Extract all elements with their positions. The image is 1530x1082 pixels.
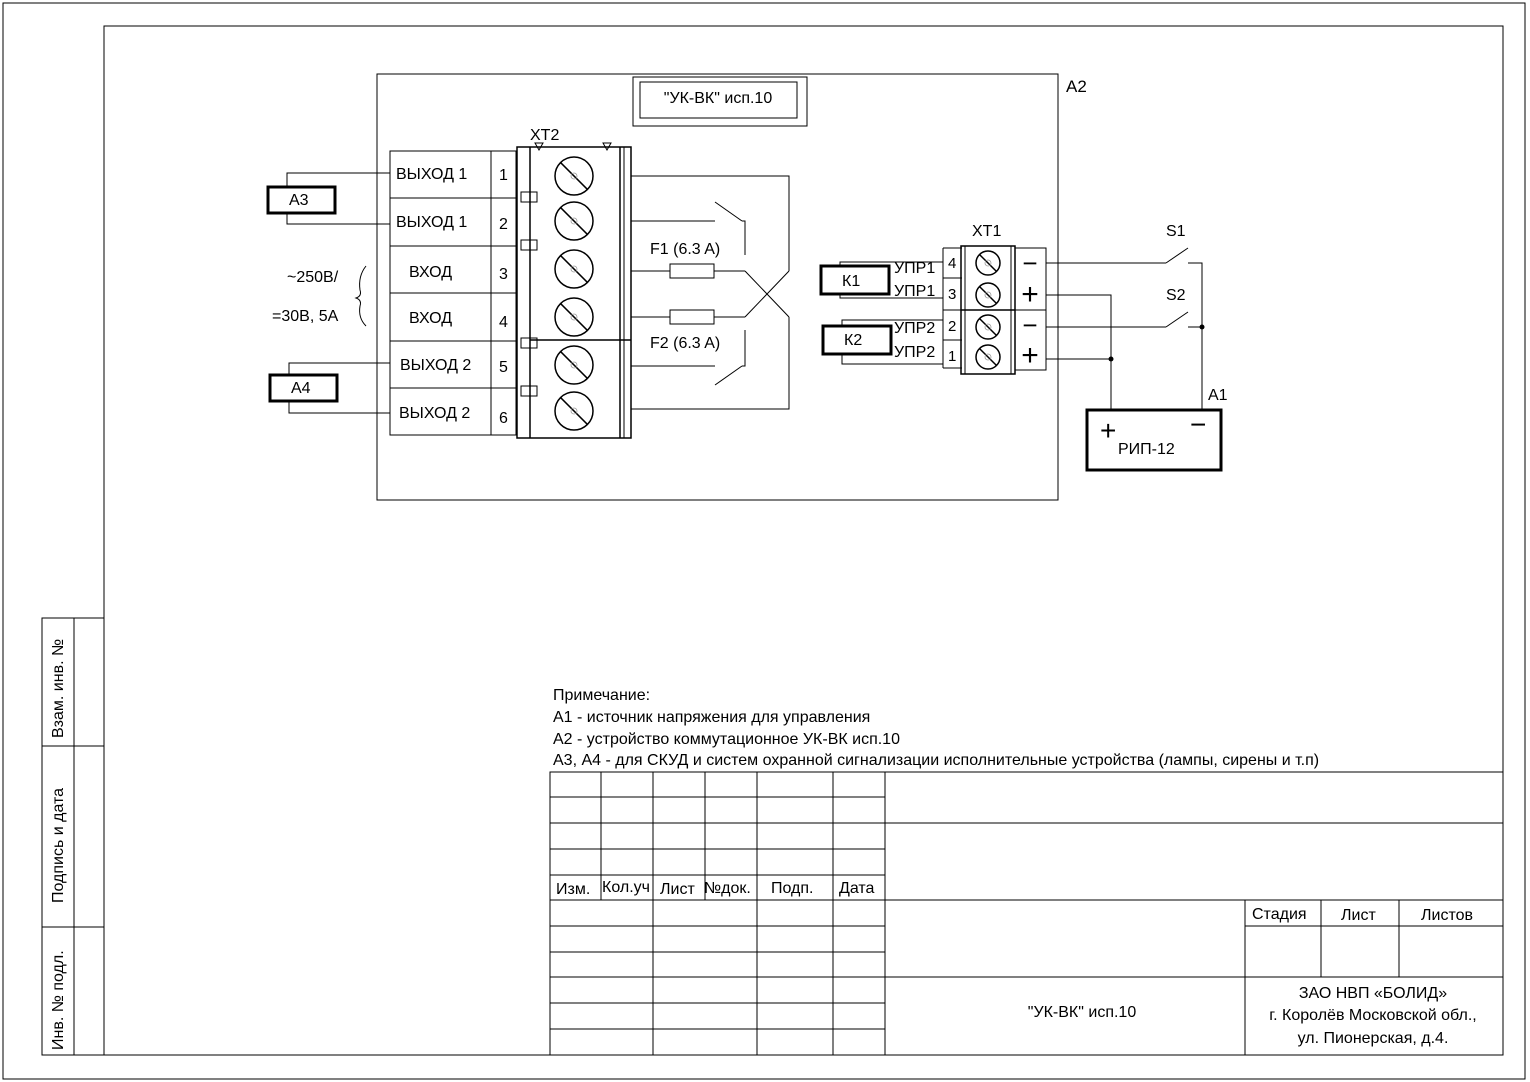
xt2-screw-6 — [554, 391, 594, 431]
fuse-f2-label: F2 (6.3 A) — [650, 335, 720, 352]
xt2-screw-3 — [554, 249, 594, 289]
fuse-f1-body — [669, 263, 715, 279]
device-title-frame-inner — [639, 81, 798, 119]
power-supply-label: РИП-12 — [1118, 441, 1175, 458]
rating-dc: =30В, 5А — [272, 308, 339, 325]
xt2-screw-1 — [554, 156, 594, 196]
xt2-screw-5 — [554, 345, 594, 385]
tb-col-date: Дата — [839, 880, 875, 897]
xt2-screw-2 — [554, 201, 594, 241]
xt2-label-6: ВЫХОД 2 — [399, 405, 470, 422]
title-block: Изм. Кол.уч Лист №док. Подп. Дата Стадия… — [549, 771, 1504, 1056]
rating-brace — [354, 265, 367, 327]
xt2-label-5: ВЫХОД 2 — [400, 357, 471, 374]
tb-stage: Стадия — [1252, 906, 1307, 923]
tb-sheets: Листов — [1421, 907, 1473, 924]
tb-company-2: г. Королёв Московской обл., — [1269, 1007, 1476, 1024]
tb-col-sign: Подп. — [771, 880, 814, 897]
switch-s2-label: S2 — [1166, 287, 1186, 304]
internal-wiring: F1 (6.3 A) F2 (6.3 A) — [631, 175, 790, 410]
xt2-num-4: 4 — [499, 314, 508, 331]
xt2-label-table: ВЫХОД 1 ВЫХОД 1 ВХОД ВХОД ВЫХОД 2 ВЫХОД … — [389, 150, 517, 436]
xt2-num-1: 1 — [499, 167, 508, 184]
xt2-num-3: 3 — [499, 266, 508, 283]
tb-col-count: Кол.уч — [602, 879, 650, 896]
switch-s1-label: S1 — [1166, 223, 1186, 240]
xt1-screw-1 — [975, 250, 1001, 276]
control-wiring: S1 S2 — [1046, 223, 1205, 410]
relay-k1: К1 — [819, 261, 943, 299]
device-title: "УК-ВК" исп.10 — [664, 90, 773, 107]
relay-k1-label: К1 — [842, 273, 860, 290]
xt2-label-4: ВХОД — [409, 310, 452, 327]
xt1-label-1: УПР2 — [894, 344, 935, 361]
xt1-num-4: 4 — [948, 255, 956, 272]
notes-line-3: А3, А4 - для СКУД и систем охранной сигн… — [553, 752, 1319, 769]
device-enclosure — [376, 73, 1059, 501]
fuse-f1-label: F1 (6.3 A) — [650, 241, 720, 258]
load-a4-label: А4 — [291, 380, 311, 397]
tb-company-1: ЗАО НВП «БОЛИД» — [1299, 985, 1447, 1002]
fuse-f2-body — [669, 309, 715, 325]
tb-col-sheet: Лист — [660, 881, 695, 898]
tb-col-doc: №док. — [704, 880, 751, 897]
xt1-polarity-2: − — [1022, 310, 1037, 340]
side-stamp-replacement: Взам. инв. № — [50, 639, 67, 738]
tb-sheet: Лист — [1341, 907, 1376, 924]
xt2-label-2: ВЫХОД 1 — [396, 214, 467, 231]
xt1-screw-4 — [975, 344, 1001, 370]
xt1-num-1: 1 — [948, 348, 956, 365]
xt2-num-2: 2 — [499, 216, 508, 233]
power-supply-minus: − — [1190, 409, 1206, 440]
relay-k2-label: К2 — [844, 332, 862, 349]
xt2-num-6: 6 — [499, 410, 508, 427]
xt1-terminal-block: − + − + — [960, 245, 1047, 375]
xt1-label-3: УПР1 — [894, 283, 935, 300]
xt1-num-3: 3 — [948, 286, 956, 303]
xt2-label-1: ВЫХОД 1 — [396, 166, 467, 183]
xt2-num-5: 5 — [499, 359, 508, 376]
xt2-terminal-block — [516, 142, 632, 439]
xt1-polarity-1: + — [1021, 339, 1039, 372]
xt1-screw-3 — [975, 314, 1001, 340]
load-a3: А3 — [266, 172, 390, 225]
relay-k2: К2 — [821, 319, 943, 365]
xt1-label-4: УПР1 — [894, 260, 935, 277]
notes-heading: Примечание: — [553, 687, 650, 704]
xt1-polarity-3: + — [1021, 278, 1039, 311]
power-supply: А1 РИП-12 + − — [1085, 387, 1228, 472]
xt2-label-3: ВХОД — [409, 264, 452, 281]
device-title-frame-outer — [632, 76, 808, 127]
xt2-ref: XT2 — [530, 127, 559, 144]
drawing-frame — [103, 25, 1504, 1056]
notes: Примечание: А1 - источник напряжения для… — [553, 687, 1319, 769]
rating-ac: ~250В/ — [287, 269, 339, 286]
power-supply-plus: + — [1100, 415, 1116, 446]
power-supply-ref: А1 — [1208, 387, 1228, 404]
tb-doc-name: "УК-ВК" исп.10 — [1028, 1004, 1137, 1021]
side-stamp: Взам. инв. № Подпись и дата Инв. № подл. — [41, 617, 105, 1056]
xt1-label-2: УПР2 — [894, 320, 935, 337]
xt2-screw-4 — [554, 297, 594, 337]
load-a4: А4 — [268, 362, 390, 414]
notes-line-1: А1 - источник напряжения для управления — [553, 709, 870, 726]
xt1-polarity-4: − — [1022, 248, 1037, 278]
side-stamp-original: Инв. № подл. — [50, 950, 67, 1050]
tb-company-3: ул. Пионерская, д.4. — [1298, 1030, 1449, 1047]
load-a3-label: А3 — [289, 192, 309, 209]
xt1-label-table: 4 3 2 1 УПР1 УПР1 УПР2 УПР2 — [894, 247, 962, 369]
xt1-num-2: 2 — [948, 318, 956, 335]
side-stamp-signature: Подпись и дата — [50, 788, 67, 903]
tb-col-change: Изм. — [556, 881, 590, 898]
xt1-screw-2 — [975, 282, 1001, 308]
notes-line-2: А2 - устройство коммутационное УК-ВК исп… — [553, 731, 900, 748]
device-ref-label: A2 — [1066, 77, 1087, 96]
xt1-ref: XT1 — [972, 223, 1001, 240]
